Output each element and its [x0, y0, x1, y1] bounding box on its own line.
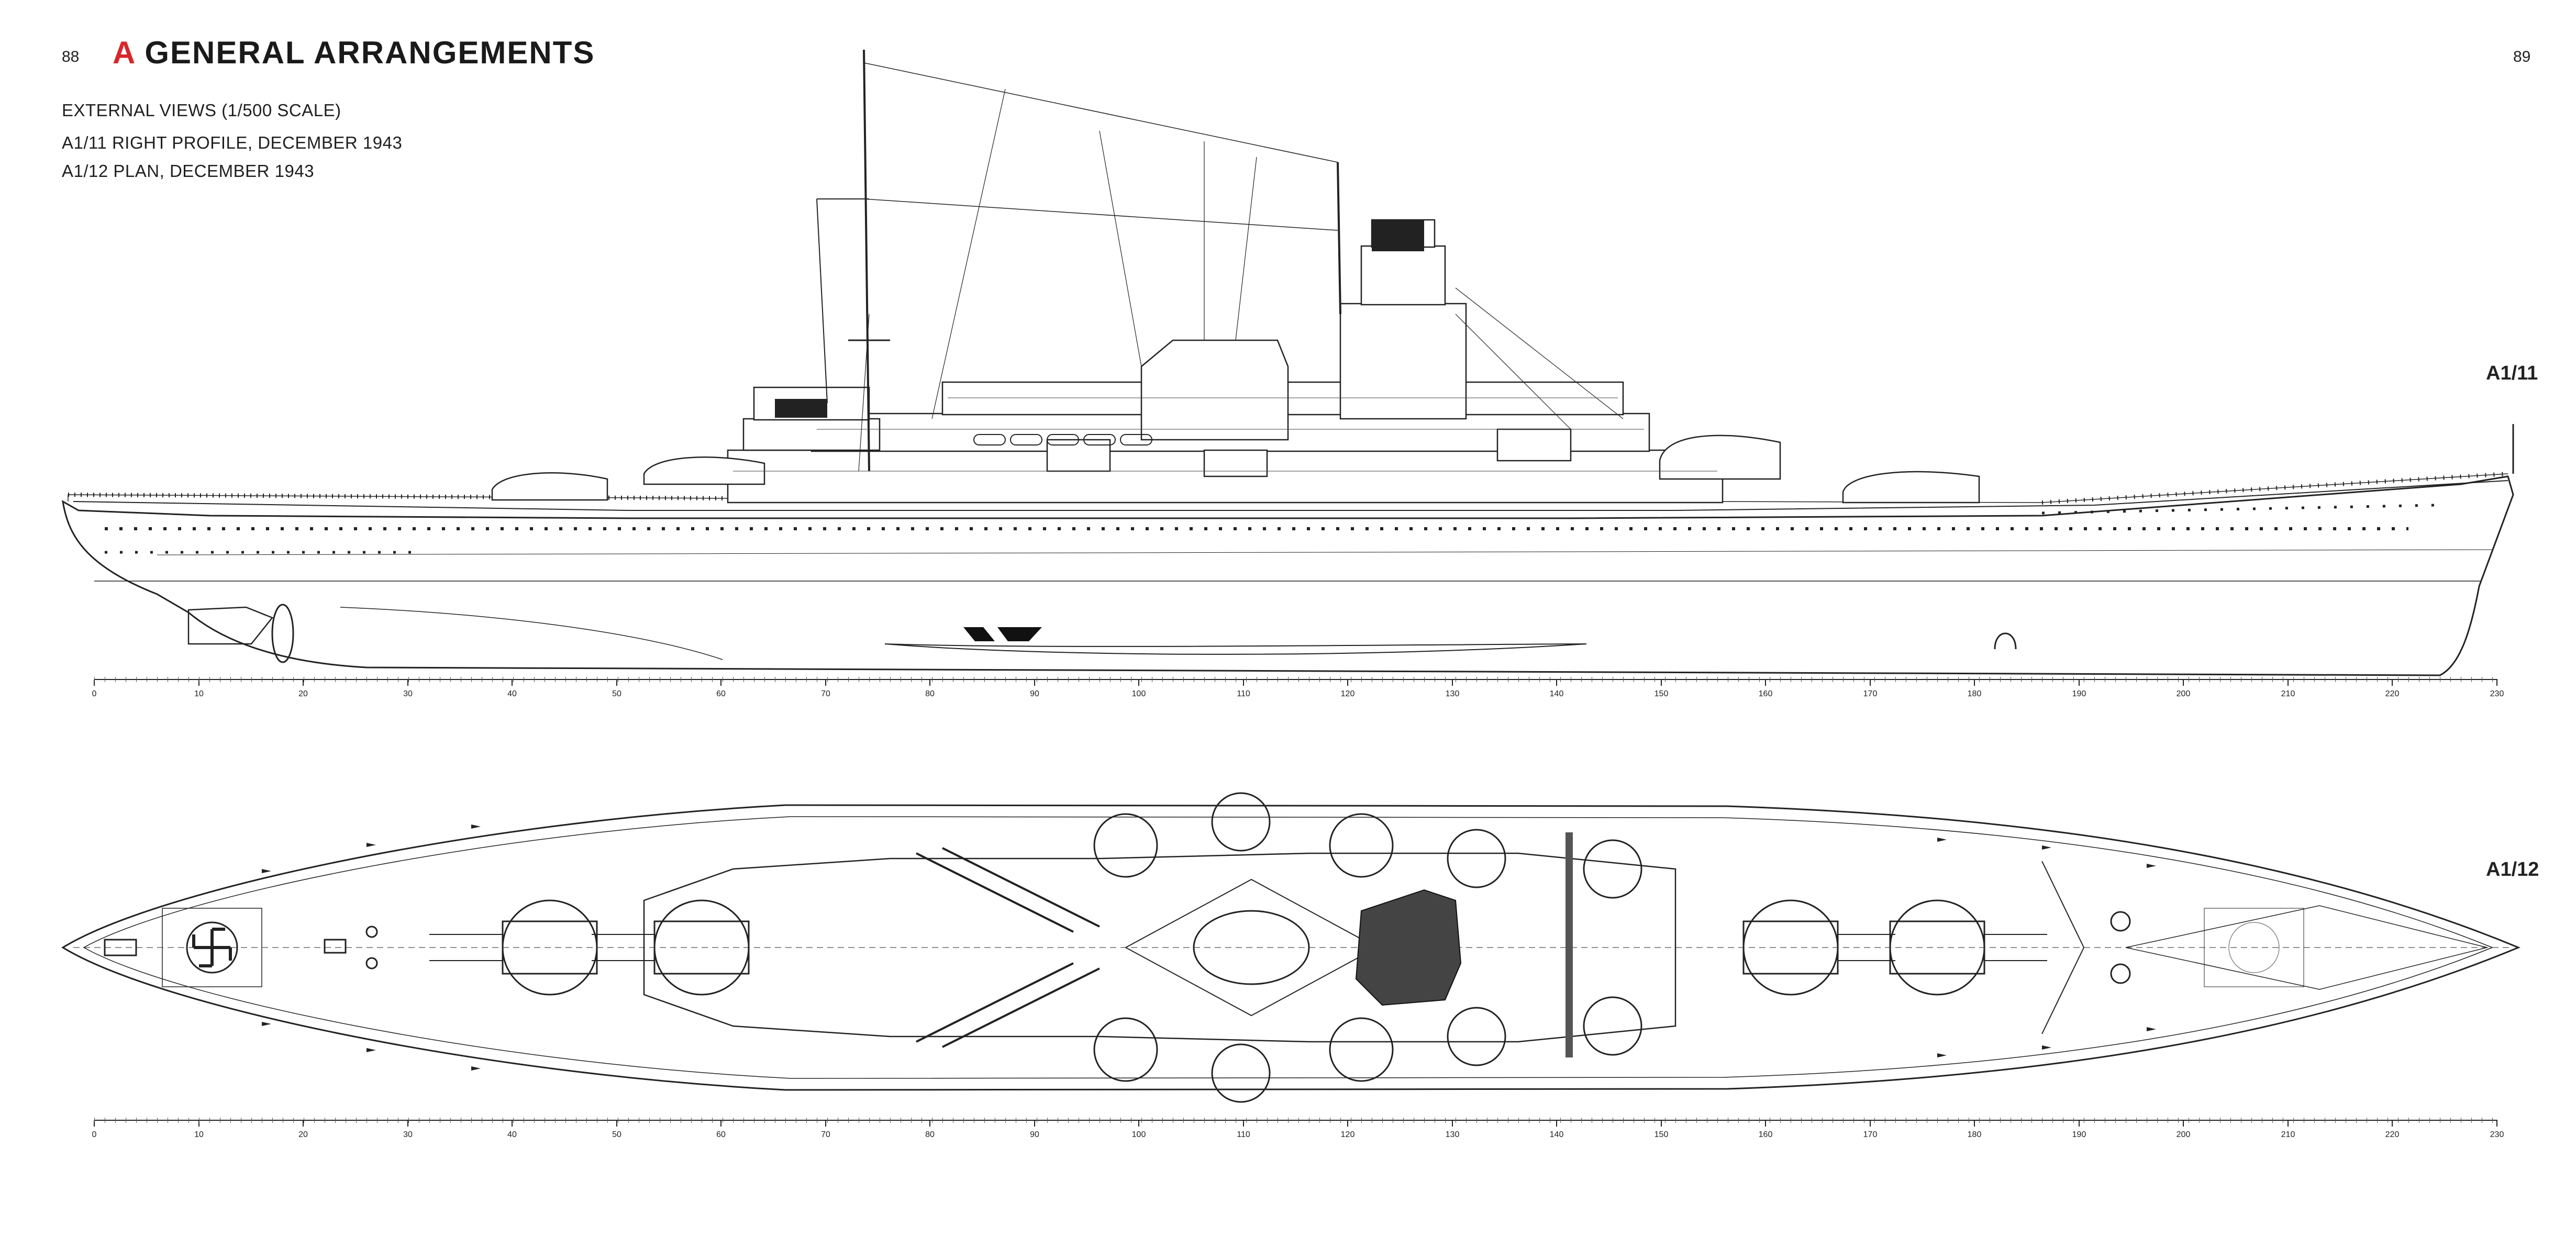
scale-ruler-profile	[94, 677, 2497, 686]
scale-label: 120	[1341, 1130, 1355, 1139]
scale-label: 140	[1550, 1130, 1564, 1139]
scale-label: 70	[821, 689, 830, 698]
bridge-deck-shading	[1355, 889, 1462, 1006]
caption-right-profile: A1/11 RIGHT PROFILE, DECEMBER 1943	[62, 133, 403, 152]
scale-label: 60	[716, 689, 726, 698]
scale-label: 160	[1759, 689, 1773, 698]
caption-external-views: EXTERNAL VIEWS (1/500 SCALE)	[62, 101, 341, 120]
scale-ruler-plan	[94, 1118, 2497, 1127]
scale-label: 170	[1863, 1130, 1878, 1139]
figure-label-plan: A1/12	[2486, 859, 2539, 881]
scale-label: 160	[1759, 1130, 1773, 1139]
scale-label: 100	[1132, 1130, 1146, 1139]
bilge-plates	[963, 627, 1042, 641]
scale-label: 210	[2281, 689, 2295, 698]
scale-label: 200	[2177, 689, 2191, 698]
scale-label: 110	[1237, 689, 1250, 698]
scale-label: 180	[1968, 1130, 1982, 1139]
scale-label: 110	[1237, 1130, 1250, 1139]
scale-label: 220	[2385, 689, 2400, 698]
scale-label: 80	[925, 1130, 935, 1139]
scale-label: 180	[1968, 689, 1982, 698]
scale-label: 140	[1550, 689, 1564, 698]
scale-label: 130	[1446, 689, 1460, 698]
scale-label: 10	[194, 1130, 204, 1139]
scale-label: 210	[2281, 1130, 2295, 1139]
scale-labels-plan: 0 10 20 30 40 50 60 70 80 90 100 110 120…	[92, 1130, 2504, 1139]
scale-label: 60	[716, 1130, 726, 1139]
scale-label: 20	[298, 689, 308, 698]
scale-label: 230	[2490, 689, 2504, 698]
scale-label: 80	[925, 689, 935, 698]
scale-labels-profile: 0 10 20 30 40 50 60 70 80 90 100 110 120…	[92, 689, 2504, 698]
ship-profile-drawing: 0 10 20 30 40 50 60 70 80 90 100 110 120…	[62, 49, 2514, 698]
tripod-mast-plan	[1565, 832, 1573, 1057]
scale-label: 190	[2072, 689, 2086, 698]
scale-label: 90	[1030, 1130, 1039, 1139]
scale-label: 130	[1446, 1130, 1460, 1139]
scale-label: 230	[2490, 1130, 2504, 1139]
scale-label: 0	[92, 689, 97, 698]
scale-label: 120	[1341, 689, 1355, 698]
scale-label: 40	[507, 689, 517, 698]
scale-label: 50	[612, 1130, 621, 1139]
section-title: GENERAL ARRANGEMENTS	[145, 35, 595, 70]
scale-label: 90	[1030, 689, 1039, 698]
section-letter: A	[113, 35, 137, 70]
scale-label: 10	[194, 689, 204, 698]
scale-label: 220	[2385, 1130, 2400, 1139]
page-number-left: 88	[62, 48, 80, 65]
scale-label: 100	[1132, 689, 1146, 698]
scale-label: 150	[1655, 1130, 1669, 1139]
scale-label: 150	[1655, 689, 1669, 698]
scale-label: 30	[403, 1130, 413, 1139]
page-number-right: 89	[2513, 48, 2531, 65]
scale-label: 50	[612, 689, 621, 698]
ship-plan-drawing: 0 10 20 30 40 50 60 70 80 90 100 110 120…	[61, 792, 2521, 1139]
scale-label: 170	[1863, 689, 1878, 698]
scale-label: 200	[2177, 1130, 2191, 1139]
scale-label: 0	[92, 1130, 97, 1139]
figure-label-profile: A1/11	[2486, 362, 2538, 384]
scale-label: 40	[507, 1130, 517, 1139]
scale-label: 190	[2072, 1130, 2086, 1139]
scale-label: 70	[821, 1130, 830, 1139]
caption-plan: A1/12 PLAN, DECEMBER 1943	[62, 161, 315, 181]
scale-label: 30	[403, 689, 413, 698]
scale-label: 20	[298, 1130, 308, 1139]
